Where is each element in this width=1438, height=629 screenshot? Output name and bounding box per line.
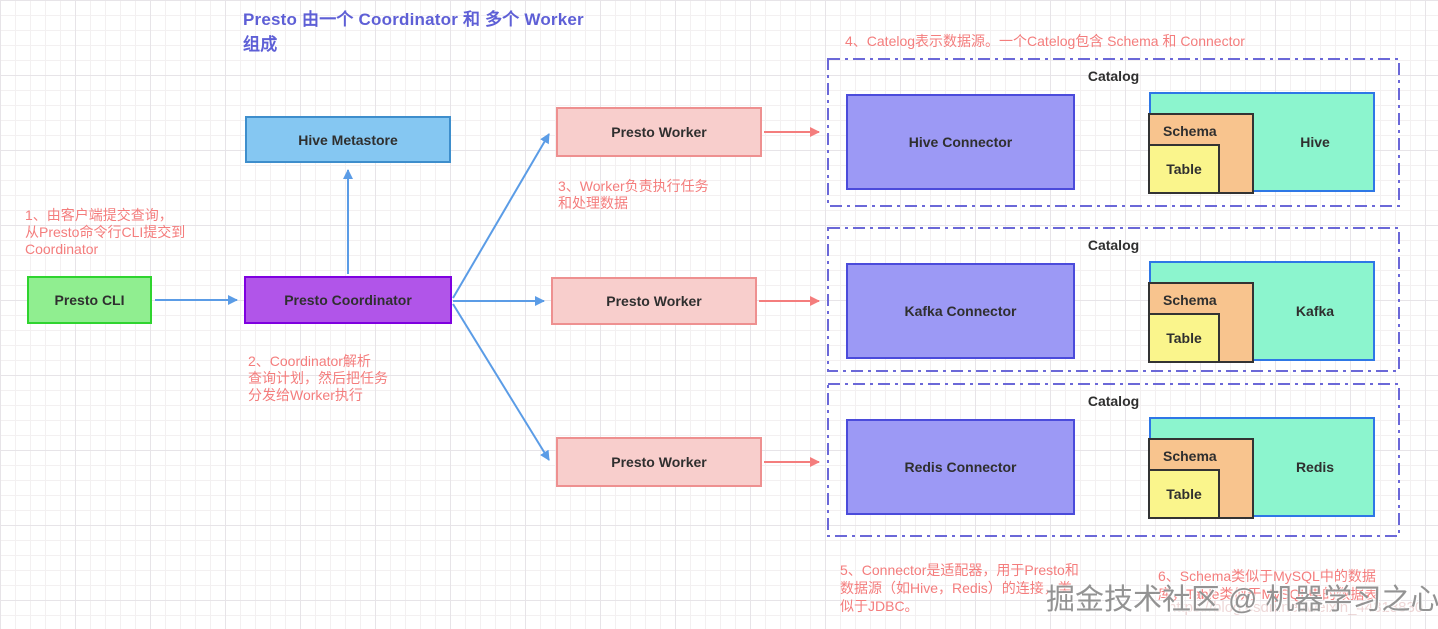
catalog-label: Catalog bbox=[1087, 68, 1140, 84]
arrow-coordinator-to-worker-1 bbox=[452, 133, 550, 299]
annotation-2: 2、Coordinator解析 查询计划，然后把任务 分发给Worker执行 bbox=[248, 353, 388, 404]
node-table: Table bbox=[1148, 144, 1220, 194]
watermark-text: 掘金技术社区 @ 机器学习之心AI bbox=[1046, 584, 1438, 616]
node-presto-worker-1: Presto Worker bbox=[556, 107, 762, 157]
node-table: Table bbox=[1148, 313, 1220, 363]
node-presto-worker-3: Presto Worker bbox=[556, 437, 762, 487]
schema-label: Schema bbox=[1163, 123, 1217, 139]
catalog-group-hive: Catalog Hive Connector Hive Schema Table bbox=[827, 58, 1400, 207]
catalog-group-redis: Catalog Redis Connector Redis Schema Tab… bbox=[827, 383, 1400, 537]
annotation-line: 2、Coordinator解析 bbox=[248, 353, 371, 369]
annotation-line: 从Presto命令行CLI提交到 bbox=[25, 224, 186, 240]
catalog-dashed-border bbox=[827, 383, 1400, 537]
annotation-line: 似于JDBC。 bbox=[840, 598, 919, 614]
annotation-line: Coordinator bbox=[25, 241, 99, 257]
annotation-line: 数据源（如Hive，Redis）的连接，类 bbox=[840, 580, 1072, 596]
annotation-line: 查询计划，然后把任务 bbox=[248, 370, 388, 386]
node-presto-cli: Presto CLI bbox=[27, 276, 152, 324]
annotation-line: 1、由客户端提交查询， bbox=[25, 207, 173, 223]
annotation-line: 4、Catelog表示数据源。一个Catelog包含 Schema 和 Conn… bbox=[845, 33, 1245, 49]
source-label: Redis bbox=[1295, 459, 1335, 475]
node-kafka-connector: Kafka Connector bbox=[846, 263, 1075, 359]
annotation-line: 分发给Worker执行 bbox=[248, 387, 363, 403]
annotation-3: 3、Worker负责执行任务 和处理数据 bbox=[558, 178, 709, 212]
catalog-group-kafka: Catalog Kafka Connector Kafka Schema Tab… bbox=[827, 227, 1400, 372]
arrow-coordinator-to-worker-3 bbox=[452, 303, 550, 461]
node-table: Table bbox=[1148, 469, 1220, 519]
annotation-line: 和处理数据 bbox=[558, 195, 628, 211]
node-hive-metastore: Hive Metastore bbox=[245, 116, 451, 163]
node-redis-connector: Redis Connector bbox=[846, 419, 1075, 515]
catalog-dashed-border bbox=[827, 58, 1400, 207]
annotation-5: 5、Connector是适配器，用于Presto和 数据源（如Hive，Redi… bbox=[840, 561, 1079, 615]
annotation-line: 库，Table类似于MySQL中的数据表 bbox=[1158, 586, 1379, 602]
annotation-line: 6、Schema类似于MySQL中的数据 bbox=[1158, 568, 1376, 584]
catalog-dashed-border bbox=[827, 227, 1400, 372]
annotation-line: 5、Connector是适配器，用于Presto和 bbox=[840, 562, 1079, 578]
schema-label: Schema bbox=[1163, 448, 1217, 464]
source-label: Hive bbox=[1300, 134, 1330, 150]
annotation-line: 3、Worker负责执行任务 bbox=[558, 178, 709, 194]
annotation-4: 4、Catelog表示数据源。一个Catelog包含 Schema 和 Conn… bbox=[845, 33, 1245, 50]
node-hive-connector: Hive Connector bbox=[846, 94, 1075, 190]
diagram-title: Presto 由一个 Coordinator 和 多个 Worker 组成 bbox=[243, 10, 584, 54]
catalog-label: Catalog bbox=[1087, 393, 1140, 409]
node-presto-coordinator: Presto Coordinator bbox=[244, 276, 452, 324]
catalog-label: Catalog bbox=[1087, 237, 1140, 253]
node-presto-worker-2: Presto Worker bbox=[551, 277, 757, 325]
watermark-url: https://blog.csdn.net/weixin_44318830 bbox=[1168, 599, 1424, 616]
annotation-1: 1、由客户端提交查询， 从Presto命令行CLI提交到 Coordinator bbox=[25, 207, 185, 258]
annotation-6: 6、Schema类似于MySQL中的数据 库，Table类似于MySQL中的数据… bbox=[1158, 567, 1378, 603]
schema-label: Schema bbox=[1163, 292, 1217, 308]
source-label: Kafka bbox=[1295, 303, 1335, 319]
